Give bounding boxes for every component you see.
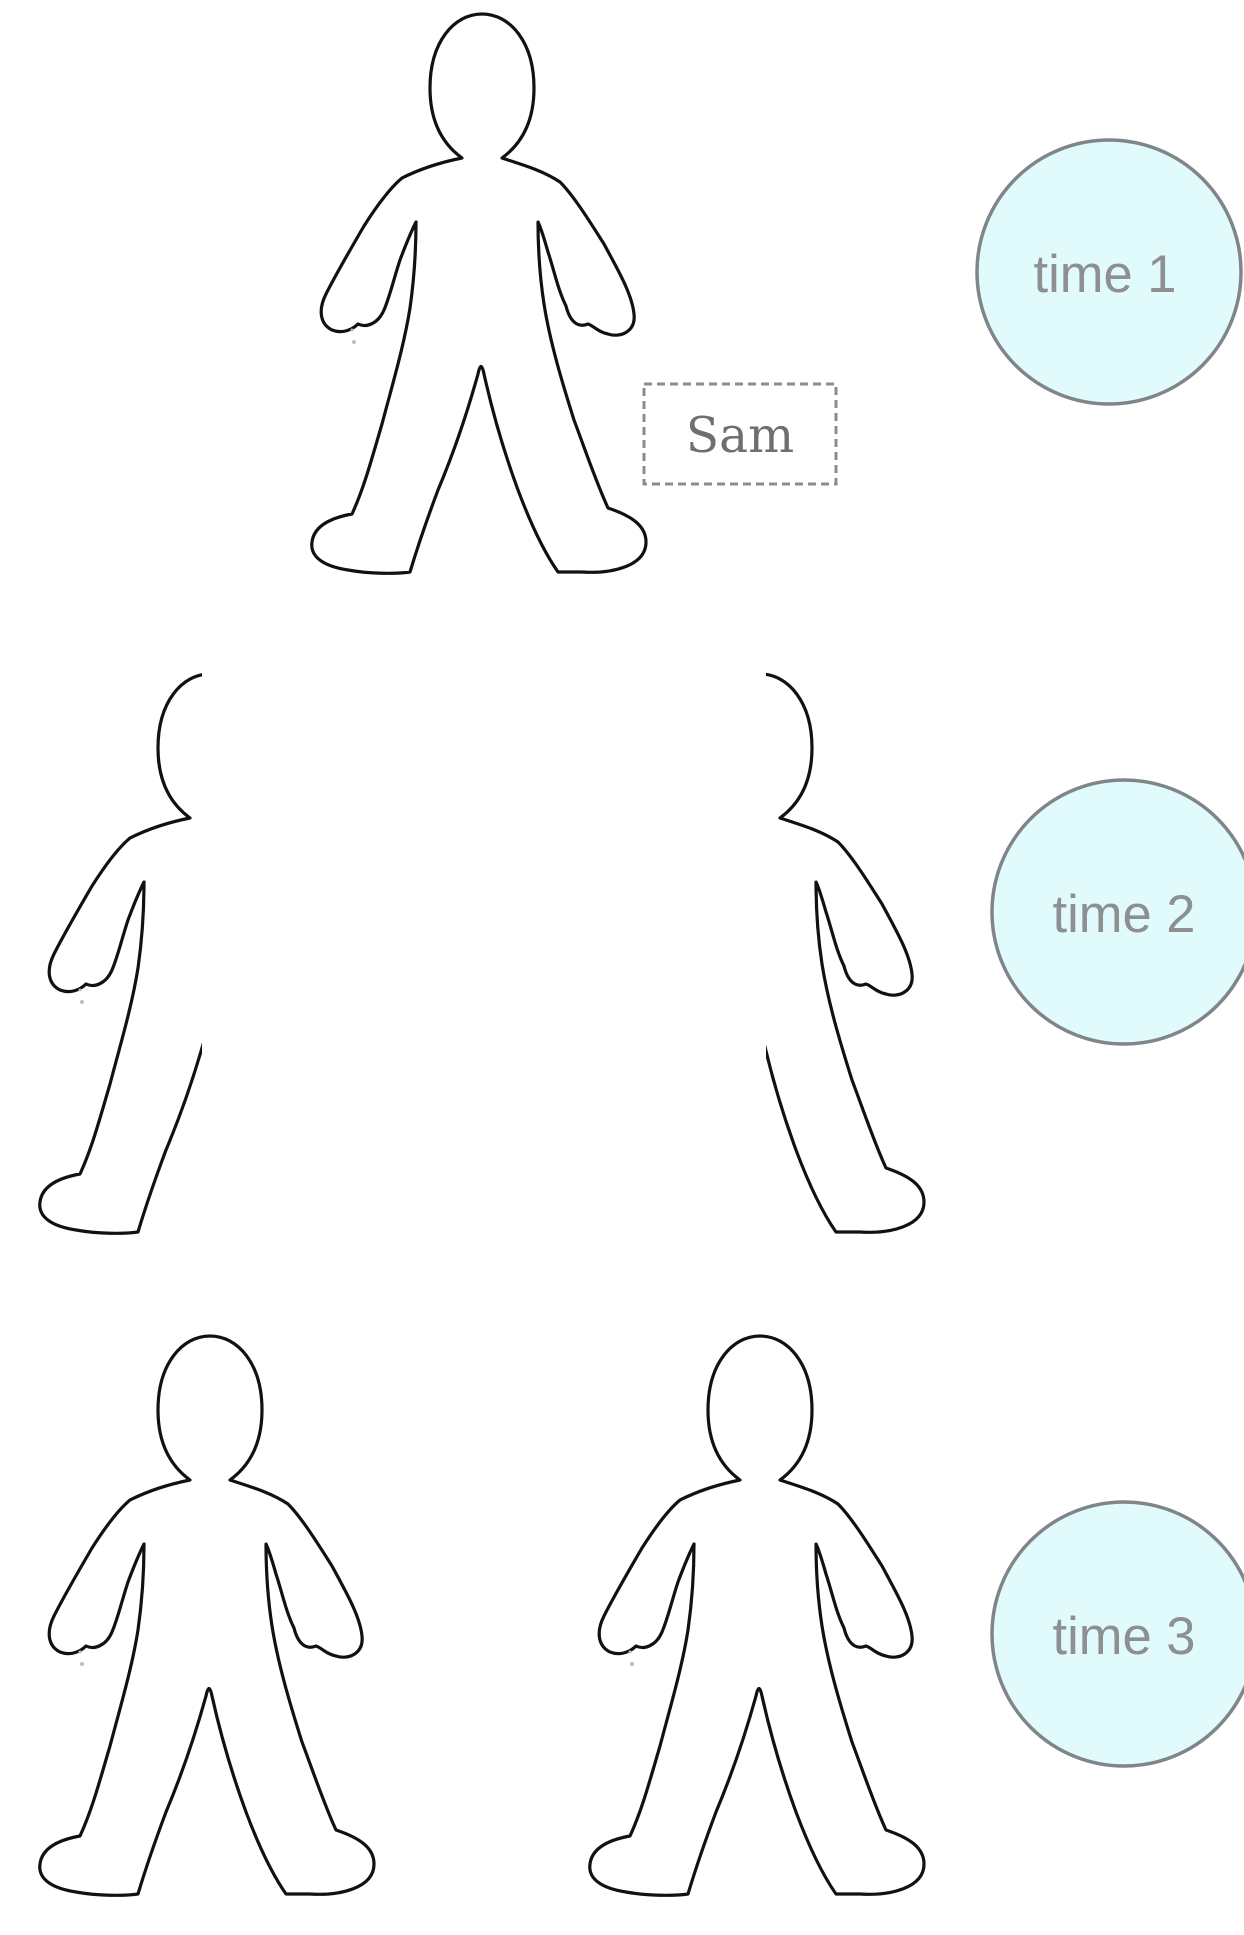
person-figure-sam: [312, 14, 646, 573]
person-figure-partial-right: [590, 674, 924, 1233]
time-marker-label: time 3: [1053, 1607, 1196, 1666]
name-tag-label: Sam: [686, 408, 794, 464]
time-marker-label: time 2: [1053, 885, 1196, 944]
time-marker-1: time 1: [977, 140, 1241, 404]
person-figure-right: [590, 1336, 924, 1895]
person-figure-left: [40, 1336, 374, 1895]
time-marker-3: time 3: [992, 1502, 1244, 1766]
person-figure-partial-left: [40, 674, 374, 1233]
name-tag: Sam: [644, 384, 836, 484]
time-marker-2: time 2: [992, 780, 1244, 1044]
time-marker-label: time 1: [1034, 245, 1177, 304]
